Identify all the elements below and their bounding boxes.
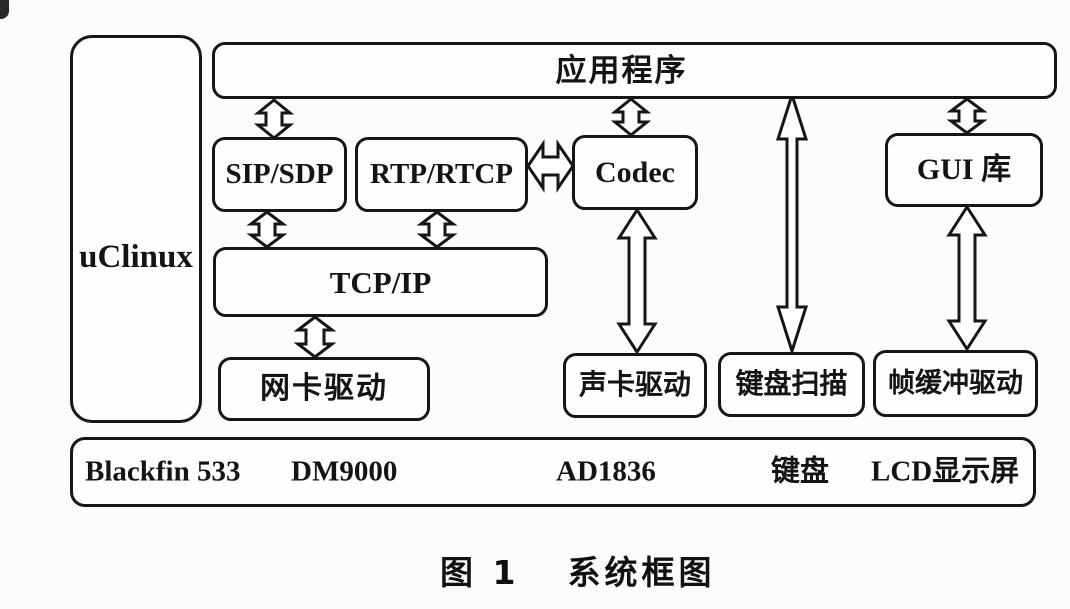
scan-artifact	[0, 0, 9, 19]
node-soundcard-driver-label: 声卡驱动	[578, 369, 691, 401]
hw-ad1836-label: AD1836	[556, 455, 656, 488]
arrow-codec-sounddriver	[616, 207, 658, 355]
node-sip-sdp-label: SIP/SDP	[225, 158, 334, 190]
node-uclinux-label: uClinux	[79, 238, 193, 275]
arrow-sipsdp-tcpip	[246, 210, 288, 249]
node-gui-library: GUI 库	[885, 133, 1043, 207]
hw-blackfin-label: Blackfin 533	[85, 455, 241, 488]
hw-keyboard-label: 键盘	[771, 455, 830, 488]
node-framebuffer-driver: 帧缓冲驱动	[873, 350, 1038, 417]
node-application-layer: 应用程序	[212, 42, 1057, 99]
arrow-app-keyboardscan	[775, 90, 809, 356]
figure-number: 图 1	[440, 553, 520, 592]
arrow-app-codec	[610, 97, 652, 137]
node-keyboard-scan: 键盘扫描	[718, 352, 865, 417]
arrow-rtprtcp-tcpip	[416, 210, 458, 249]
node-nic-driver-label: 网卡驱动	[260, 372, 388, 405]
figure-caption: 图 1 系统框图	[440, 556, 715, 589]
node-rtp-rtcp-label: RTP/RTCP	[370, 158, 513, 190]
arrow-tcpip-nicdriver	[293, 315, 337, 359]
arrow-app-guilib	[946, 97, 988, 135]
node-uclinux: uClinux	[70, 35, 202, 423]
node-rtp-rtcp: RTP/RTCP	[355, 137, 528, 212]
node-sip-sdp: SIP/SDP	[212, 137, 347, 212]
hw-lcd-label: LCD显示屏	[871, 455, 1020, 488]
node-tcp-ip-label: TCP/IP	[329, 264, 432, 300]
node-framebuffer-driver-label: 帧缓冲驱动	[888, 368, 1023, 398]
arrow-rtprtcp-codec	[526, 139, 575, 193]
figure-title: 系统框图	[567, 553, 716, 592]
node-gui-library-label: GUI 库	[916, 153, 1012, 186]
node-application-label: 应用程序	[555, 53, 688, 88]
arrow-app-sipsdp	[253, 98, 295, 140]
node-codec-label: Codec	[595, 155, 675, 189]
node-keyboard-scan-label: 键盘扫描	[735, 368, 848, 400]
node-codec: Codec	[572, 135, 698, 210]
node-soundcard-driver: 声卡驱动	[563, 353, 707, 418]
hw-dm9000-label: DM9000	[291, 455, 398, 488]
node-tcp-ip: TCP/IP	[213, 247, 548, 317]
arrow-guilib-framebuffer	[946, 204, 988, 352]
hardware-bar: Blackfin 533 DM9000 AD1836 键盘 LCD显示屏	[70, 437, 1036, 507]
node-nic-driver: 网卡驱动	[218, 357, 430, 421]
